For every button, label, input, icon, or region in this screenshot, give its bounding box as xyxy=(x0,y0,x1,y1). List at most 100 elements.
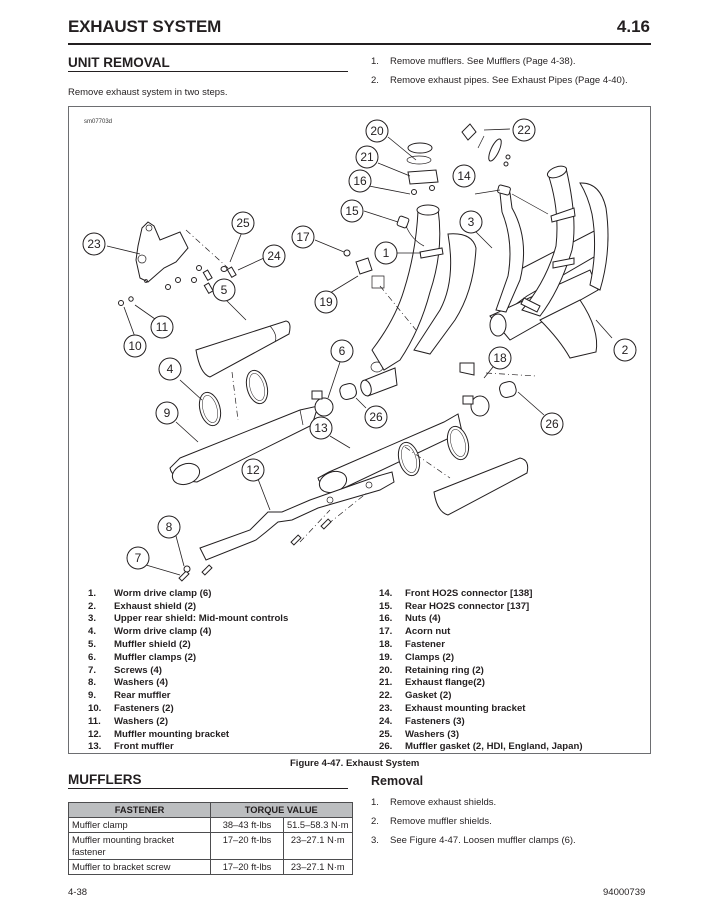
legend-num: 18. xyxy=(379,639,393,651)
legend-label: Muffler mounting bracket xyxy=(114,728,230,740)
unit-removal-heading: UNIT REMOVAL xyxy=(68,55,170,70)
legend-num: 9. xyxy=(88,690,97,702)
legend-item: 19. Clamps (2) xyxy=(379,651,583,664)
step-text: Remove mufflers. See Mufflers (Page 4-38… xyxy=(390,56,576,67)
legend-label: Exhaust mounting bracket xyxy=(405,703,526,715)
step-number: 2. xyxy=(371,816,379,827)
legend-label: Worm drive clamp (4) xyxy=(114,626,212,638)
legend-item: 21. Exhaust flange(2) xyxy=(379,677,583,690)
legend-num: 8. xyxy=(88,677,97,689)
imperial-cell: 38–43 ft-lbs xyxy=(210,817,284,833)
legend-item: 2.Exhaust shield (2) xyxy=(88,600,288,613)
removal-step: 1. Remove exhaust shields. xyxy=(371,797,496,808)
callout-label: 19 xyxy=(319,295,333,309)
legend-num: 19. xyxy=(379,651,393,663)
legend-item: 16.Nuts (4) xyxy=(379,613,583,626)
callout-14: 14 xyxy=(452,164,476,188)
callout-22: 22 xyxy=(512,118,536,142)
torque-table: FASTENER TORQUE VALUE Muffler clamp 38–4… xyxy=(68,802,353,875)
legend-label: Upper rear shield: Mid-mount controls xyxy=(114,613,289,625)
legend-left: 1.Worm drive clamp (6) 2.Exhaust shield … xyxy=(88,587,288,753)
callout-label: 17 xyxy=(296,230,310,244)
legend-item: 12.Muffler mounting bracket xyxy=(88,728,288,741)
document-number: 94000739 xyxy=(603,887,646,898)
callout-label: 3 xyxy=(468,215,475,229)
callout-label: 21 xyxy=(360,150,374,164)
callout-24: 24 xyxy=(262,244,286,268)
callout-12: 12 xyxy=(241,458,265,482)
step-number: 1. xyxy=(371,56,379,67)
legend-item: 6.Muffler clamps (2) xyxy=(88,651,288,664)
legend-label: Exhaust shield (2) xyxy=(114,600,197,612)
legend-item: 8.Washers (4) xyxy=(88,677,288,690)
callout-label: 13 xyxy=(314,421,328,435)
step-number: 1. xyxy=(371,797,379,808)
callout-21: 21 xyxy=(355,145,379,169)
callout-17: 17 xyxy=(291,225,315,249)
legend-num: 17. xyxy=(379,626,393,638)
imperial-cell: 17–20 ft-lbs xyxy=(210,859,284,875)
legend-label: Nuts (4) xyxy=(405,613,441,625)
legend-item: 10.Fasteners (2) xyxy=(88,702,288,715)
legend-item: 11.Washers (2) xyxy=(88,715,288,728)
legend-item: 3.Upper rear shield: Mid-mount controls xyxy=(88,613,288,626)
legend-item: 14.Front HO2S connector [138] xyxy=(379,587,583,600)
legend-item: 26.Muffler gasket (2, HDI, England, Japa… xyxy=(379,741,583,754)
callout-label: 5 xyxy=(221,283,228,297)
legend-label: Exhaust flange(2) xyxy=(405,677,485,689)
removal-step: 2. Remove muffler shields. xyxy=(371,816,492,827)
table-row: Muffler mounting bracket fastener 17–20 … xyxy=(68,832,353,860)
figure-id: sm07703d xyxy=(84,119,113,125)
callout-18: 18 xyxy=(488,346,512,370)
legend-item: 23.Exhaust mounting bracket xyxy=(379,702,583,715)
unit-removal-rule xyxy=(68,71,348,72)
removal-step: 3. See Figure 4-47. Loosen muffler clamp… xyxy=(371,835,576,846)
legend-label: Fasteners (2) xyxy=(114,703,174,715)
legend-label: Fasteners (3) xyxy=(405,715,465,727)
leader-lines xyxy=(106,128,613,576)
legend-item: 20.Retaining ring (2) xyxy=(379,664,583,677)
legend-label: Retaining ring (2) xyxy=(405,664,484,676)
legend-label: Acorn nut xyxy=(405,626,451,638)
legend-item: 7.Screws (4) xyxy=(88,664,288,677)
fastener-cell: Muffler clamp xyxy=(68,817,211,833)
callout-label: 14 xyxy=(457,169,471,183)
fastener-cell: Muffler mounting bracket fastener xyxy=(68,832,211,860)
legend-label: Front HO2S connector [138] xyxy=(405,587,533,599)
legend-label: Muffler gasket (2, HDI, England, Japan) xyxy=(405,741,583,753)
callout-label: 7 xyxy=(135,551,142,565)
callout-11: 11 xyxy=(150,315,174,339)
callout-19: 19 xyxy=(314,290,338,314)
callout-label: 22 xyxy=(517,123,531,137)
legend-num: 1. xyxy=(88,587,97,599)
worm-drive-clamps-right xyxy=(397,425,470,479)
callout-1: 1 xyxy=(374,241,398,265)
legend-num: 21. xyxy=(379,677,393,689)
removal-heading: Removal xyxy=(371,774,424,788)
legend-item: 18.Fastener xyxy=(379,638,583,651)
callout-10: 10 xyxy=(123,334,147,358)
step-text: Remove muffler shields. xyxy=(390,816,492,827)
figure-frame xyxy=(68,106,651,754)
callout-label: 24 xyxy=(267,249,281,263)
legend-label: Rear HO2S connector [137] xyxy=(405,600,530,612)
legend-item: 15.Rear HO2S connector [137] xyxy=(379,600,583,613)
muffler-shield-lower xyxy=(433,457,529,516)
legend-label: Muffler clamps (2) xyxy=(114,651,197,663)
legend-num: 4. xyxy=(88,626,97,638)
muffler-clamp-rear xyxy=(459,362,537,417)
exhaust-pipes xyxy=(371,165,609,371)
step-text: Remove exhaust shields. xyxy=(390,797,497,808)
legend-item: 5.Muffler shield (2) xyxy=(88,638,288,651)
callout-8: 8 xyxy=(157,515,181,539)
legend-label: Gasket (2) xyxy=(405,690,452,702)
unit-removal-step: 1. Remove mufflers. See Mufflers (Page 4… xyxy=(371,56,576,67)
legend-label: Screws (4) xyxy=(114,664,162,676)
legend-num: 25. xyxy=(379,728,393,740)
mufflers-heading: MUFFLERS xyxy=(68,772,142,787)
imperial-cell: 17–20 ft-lbs xyxy=(210,832,284,860)
legend-item: 25.Washers (3) xyxy=(379,728,583,741)
table-row: Muffler clamp 38–43 ft-lbs 51.5–58.3 N·m xyxy=(68,817,353,833)
legend-label: Muffler shield (2) xyxy=(114,639,191,651)
legend-label: Clamps (2) xyxy=(405,651,455,663)
